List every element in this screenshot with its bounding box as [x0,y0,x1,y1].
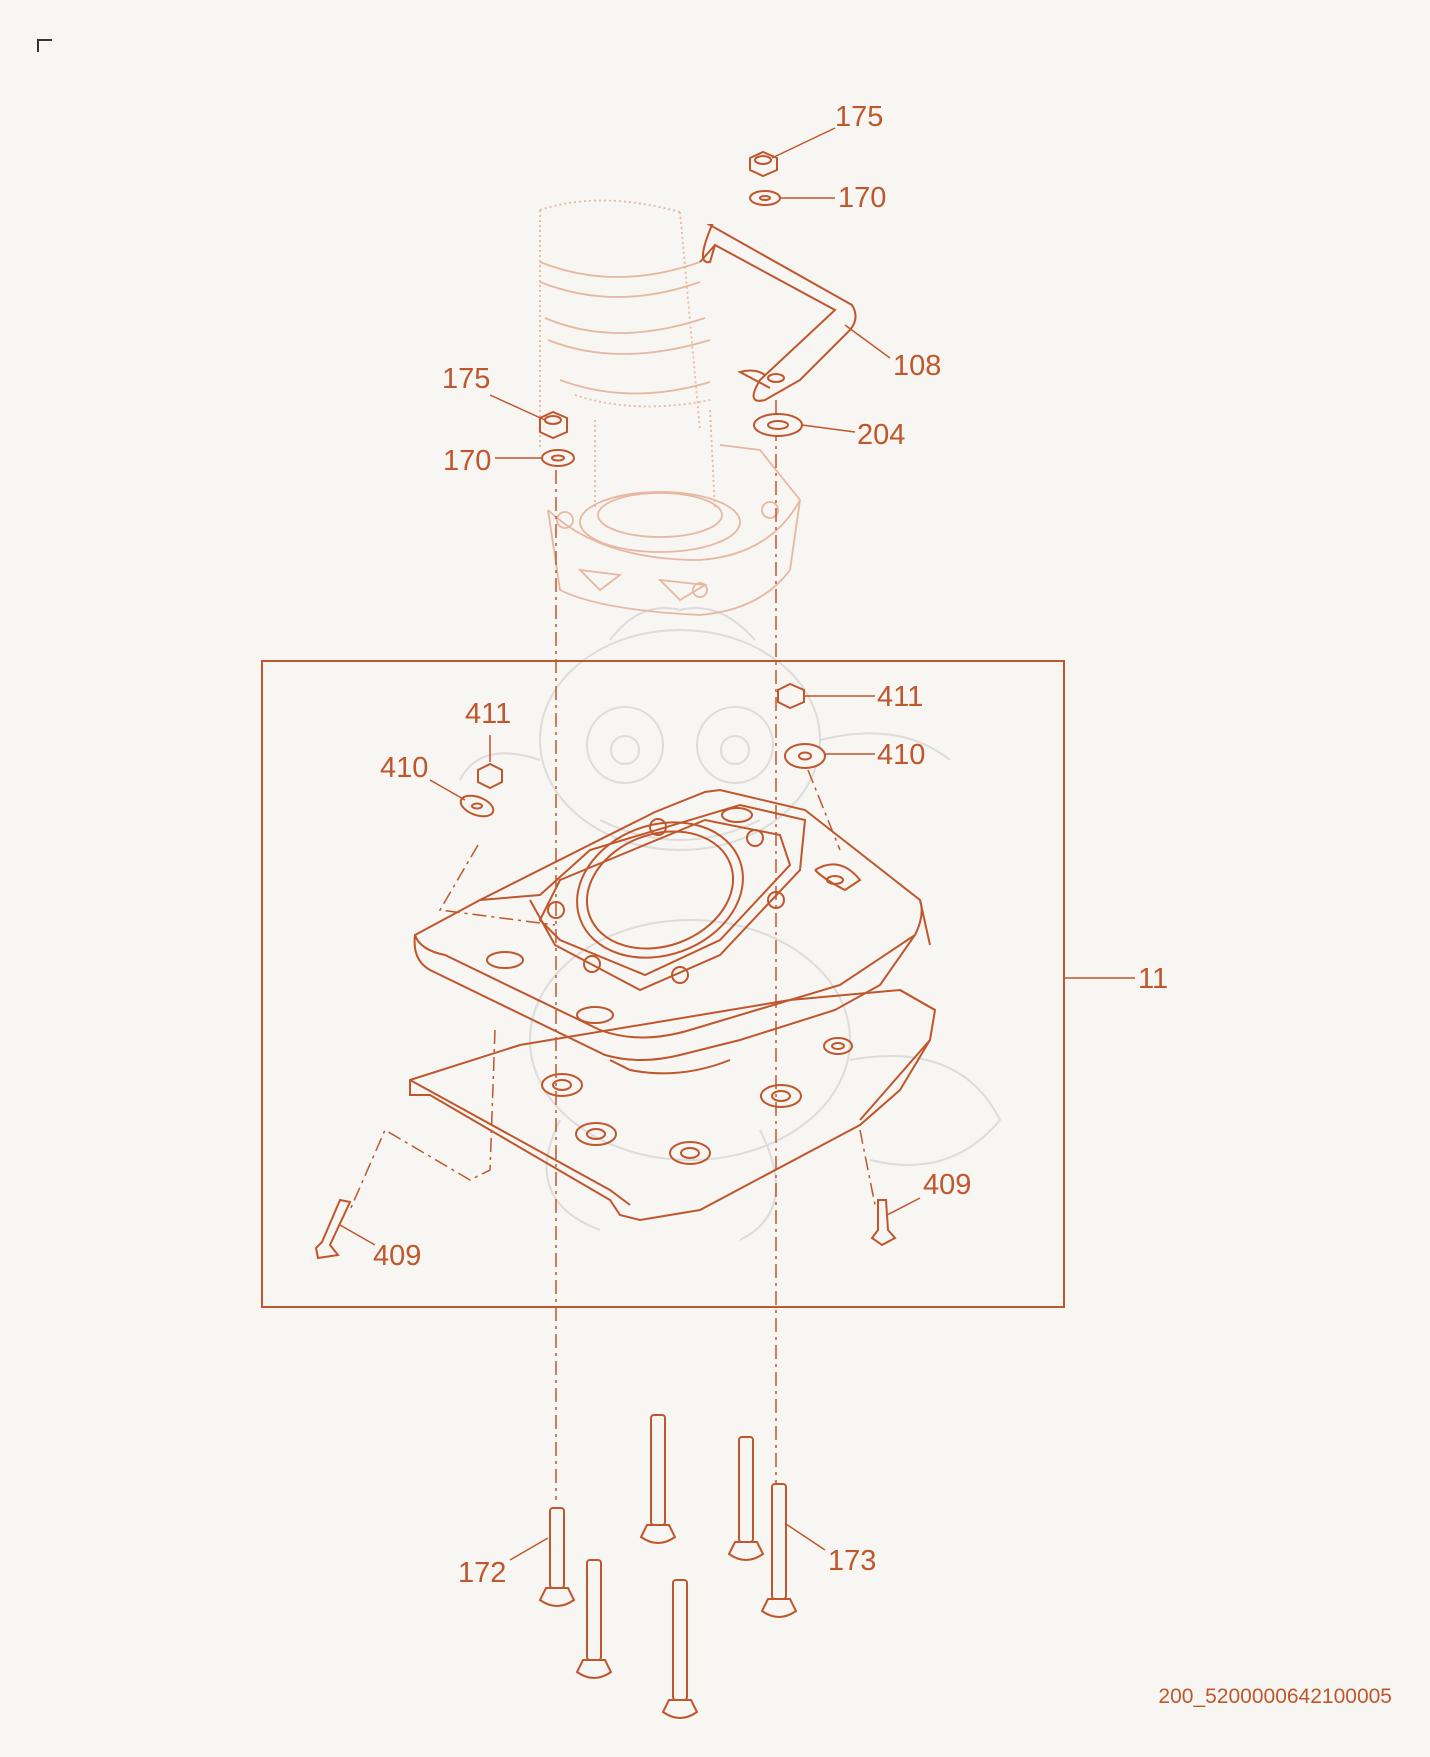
callout-108: 108 [893,350,941,382]
callout-11: 11 [1138,963,1168,995]
callout-170-top: 170 [838,182,886,214]
base-housing [413,788,931,1075]
callout-175-top: 175 [835,101,883,133]
callout-172: 172 [458,1557,506,1589]
bolt [575,1559,613,1679]
callouts: 175 170 108 204 175 170 411 410 411 410 … [373,101,1168,1589]
leader-lines [339,127,1135,1561]
assembly-box-11 [261,660,1065,1308]
screws-409 [314,1198,897,1260]
callout-173: 173 [828,1545,876,1577]
callout-410-left: 410 [380,752,428,784]
callout-411-left: 411 [465,698,511,730]
callout-411-right: 411 [877,681,923,713]
corner-crop-mark [37,39,52,52]
screw-409-left [314,1198,352,1260]
callout-409-right: 409 [923,1169,971,1201]
bolt [639,1414,677,1544]
screw-409-right [870,1199,897,1247]
bolt [760,1483,798,1618]
base-plate [409,988,937,1222]
hardware-items [459,150,826,818]
bolt [661,1579,699,1719]
nut-411-left [477,762,503,790]
bolts-172-173 [538,1414,798,1719]
callout-175-left: 175 [442,363,490,395]
nut-411-right [777,682,805,710]
callout-170-left: 170 [443,445,491,477]
upper-bellows-assembly [539,199,801,616]
bolt [727,1436,765,1561]
callout-204: 204 [857,419,905,451]
watermark-ghost-figure [459,607,1002,1241]
alignment-lines [349,400,876,1500]
callout-410-right: 410 [877,739,925,771]
callout-409-left: 409 [373,1240,421,1272]
document-id: 200_5200000642100005 [1158,1685,1392,1708]
bolt [538,1507,576,1607]
handle-frame [699,224,857,402]
